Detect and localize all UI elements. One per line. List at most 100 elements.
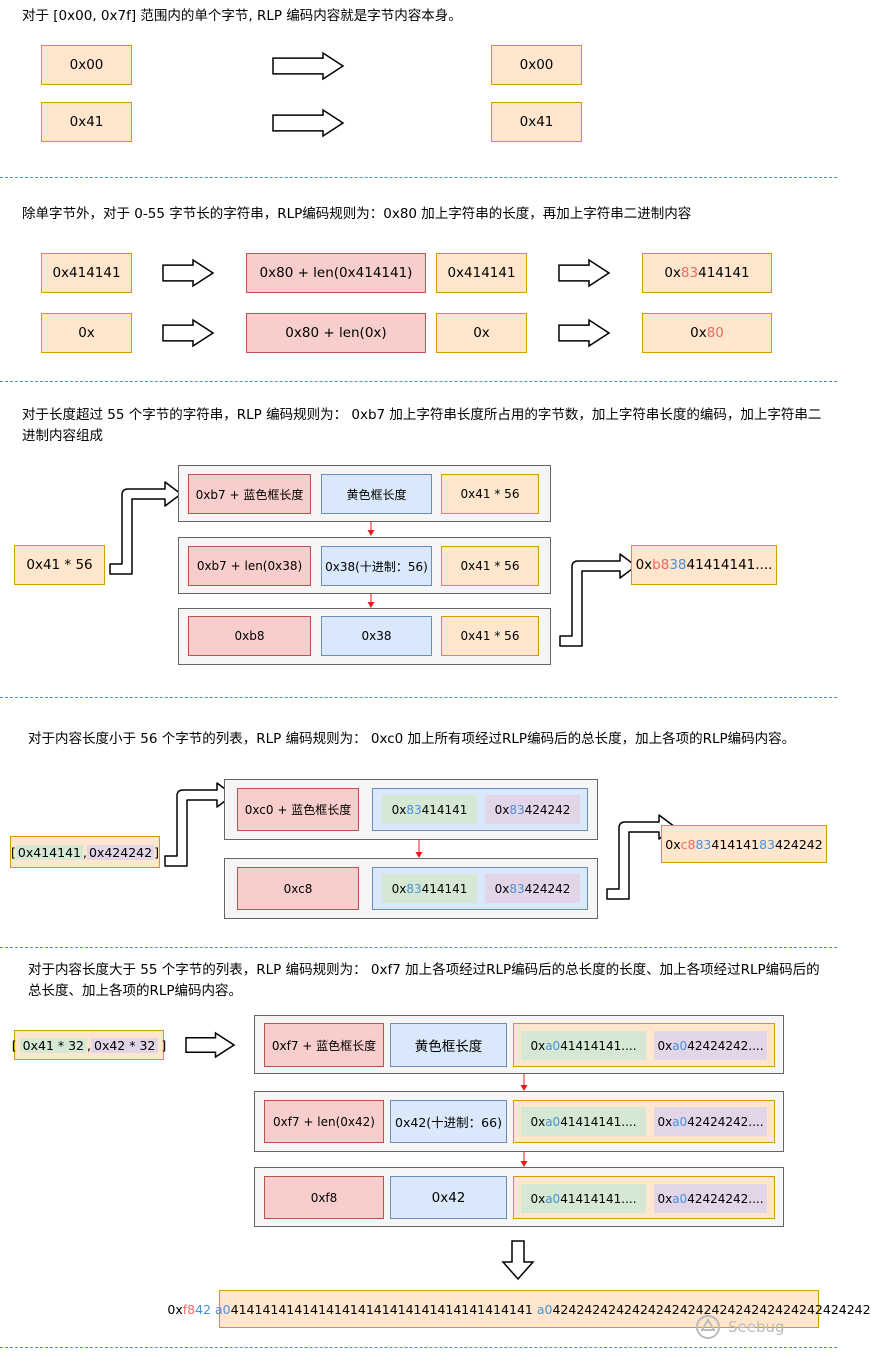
right-arrow-icon	[162, 258, 215, 288]
section-divider	[0, 1347, 837, 1348]
sec5-description: 对于内容长度大于 55 个字节的列表，RLP 编码规则为： 0xf7 加上各项经…	[28, 962, 820, 999]
list-item: 0x41 * 32	[19, 1037, 88, 1053]
length-byte: 83	[759, 836, 775, 852]
sec5-prefix-box-1: 0xf7 + 蓝色框长度	[264, 1023, 384, 1067]
list-item: 0x42 * 32	[91, 1037, 159, 1053]
sec3-prefix-box-3: 0xb8	[188, 616, 311, 656]
sec4-description: 对于内容长度小于 56 个字节的列表，RLP 编码规则为： 0xc0 加上所有项…	[28, 731, 796, 747]
right-arrow-icon	[272, 51, 345, 81]
sec3-description: 对于长度超过 55 个字节的字符串，RLP 编码规则为： 0xb7 加上字符串长…	[22, 407, 822, 444]
hex-prefix: 0x	[690, 325, 707, 341]
item-content: 41414141414141414141414141414141414141	[230, 1301, 533, 1317]
length-byte: a0	[545, 1191, 561, 1206]
length-byte: a0	[215, 1301, 231, 1317]
list-length-byte: c8	[680, 836, 696, 852]
sec5-input-list: [0x41 * 32,0x42 * 32]	[11, 1030, 166, 1060]
hex-prefix: 0x	[494, 802, 510, 817]
sec3-length-box-1: 黄色框长度	[321, 474, 432, 514]
section-divider	[0, 697, 837, 698]
item-content: 424242	[775, 836, 823, 852]
hex-prefix: 0x	[494, 881, 510, 896]
hex-prefix: 0x	[657, 1191, 673, 1206]
string-content: 414141	[698, 265, 750, 281]
sec4-input-list: [0x414141,0x424242]	[10, 836, 160, 868]
item-content: 424242	[524, 881, 571, 896]
length-byte: a0	[545, 1038, 561, 1053]
hex-prefix: 0x	[391, 881, 407, 896]
up-turn-arrow-icon	[109, 481, 182, 575]
sec2-description: 除单字节外，对于 0-55 字节长的字符串，RLP编码规则为：0x80 加上字符…	[22, 206, 692, 222]
length-byte: a0	[536, 1301, 553, 1317]
down-arrow-icon	[367, 594, 375, 608]
section-divider	[0, 177, 837, 178]
right-arrow-icon	[558, 258, 611, 288]
right-arrow-icon	[162, 318, 215, 348]
sec2-len-box-2: 0x80 + len(0x)	[246, 313, 426, 353]
hex-prefix: 0x	[657, 1038, 673, 1053]
sec2-content-box-2: 0x	[436, 313, 527, 353]
string-content: 41414141....	[686, 557, 773, 573]
sec5-prefix-box-3: 0xf8	[264, 1176, 384, 1219]
hex-prefix: 0x	[167, 1301, 183, 1317]
length-byte: 83	[509, 802, 525, 817]
bracket-close: ]	[154, 844, 159, 860]
right-arrow-icon	[185, 1031, 236, 1059]
sec3-prefix-box-2: 0xb7 + len(0x38)	[188, 546, 311, 586]
watermark-text: Seebug	[728, 1318, 785, 1336]
sec2-content-box-1: 0x414141	[436, 253, 527, 293]
right-arrow-icon	[558, 318, 611, 348]
down-arrow-icon	[367, 522, 375, 536]
hex-prefix: 0x	[665, 836, 681, 852]
list-item: 0x424242	[86, 844, 155, 860]
hex-prefix: 0x	[530, 1114, 546, 1129]
length-prefix-byte: 80	[706, 325, 724, 341]
down-arrow-icon	[501, 1240, 535, 1281]
right-arrow-icon	[272, 108, 345, 138]
sec1-input-box-2: 0x41	[41, 102, 132, 142]
sec5-length-box-3: 0x42	[390, 1176, 507, 1219]
bracket-open: [	[11, 1037, 17, 1053]
item-content: 42424242....	[687, 1038, 764, 1053]
item-content: 42424242....	[687, 1191, 764, 1206]
item-content: 414141	[711, 836, 760, 852]
down-arrow-icon	[520, 1074, 528, 1091]
sec2-input-box-2: 0x	[41, 313, 132, 353]
sec3-length-box-3: 0x38	[321, 616, 432, 656]
hex-prefix: 0x	[530, 1038, 546, 1053]
sec1-input-box-1: 0x00	[41, 45, 132, 85]
sec5-prefix-box-2: 0xf7 + len(0x42)	[264, 1100, 384, 1143]
item-content: 42424242....	[687, 1114, 764, 1129]
sec5-length-box-1: 黄色框长度	[390, 1023, 507, 1067]
sec3-input-box: 0x41 * 56	[14, 545, 105, 585]
item-content: 414141	[421, 802, 468, 817]
item-content: 414141	[421, 881, 468, 896]
sec5-length-box-2: 0x42(十进制：66)	[390, 1100, 507, 1143]
length-byte: a0	[672, 1114, 688, 1129]
sec3-content-box-3: 0x41 * 56	[441, 616, 539, 656]
length-byte: 83	[509, 881, 525, 896]
up-turn-arrow-icon	[164, 782, 234, 867]
hex-prefix: 0x	[391, 802, 407, 817]
sec3-prefix-box-1: 0xb7 + 蓝色框长度	[188, 474, 311, 514]
length-byte: 83	[695, 836, 712, 852]
sec1-description: 对于 [0x00, 0x7f] 范围内的单个字节, RLP 编码内容就是字节内容…	[22, 8, 462, 24]
length-prefix-byte: 83	[680, 265, 699, 281]
length-of-length-byte: b8	[652, 557, 670, 573]
sec2-len-box-1: 0x80 + len(0x414141)	[246, 253, 426, 293]
sec3-length-box-2: 0x38(十进制：56)	[321, 546, 432, 586]
item-content: 41414141....	[560, 1191, 637, 1206]
bracket-open: [	[11, 844, 16, 860]
item-content: 41414141....	[560, 1038, 637, 1053]
sec3-content-box-2: 0x41 * 56	[441, 546, 539, 586]
up-turn-arrow-icon	[559, 553, 637, 647]
